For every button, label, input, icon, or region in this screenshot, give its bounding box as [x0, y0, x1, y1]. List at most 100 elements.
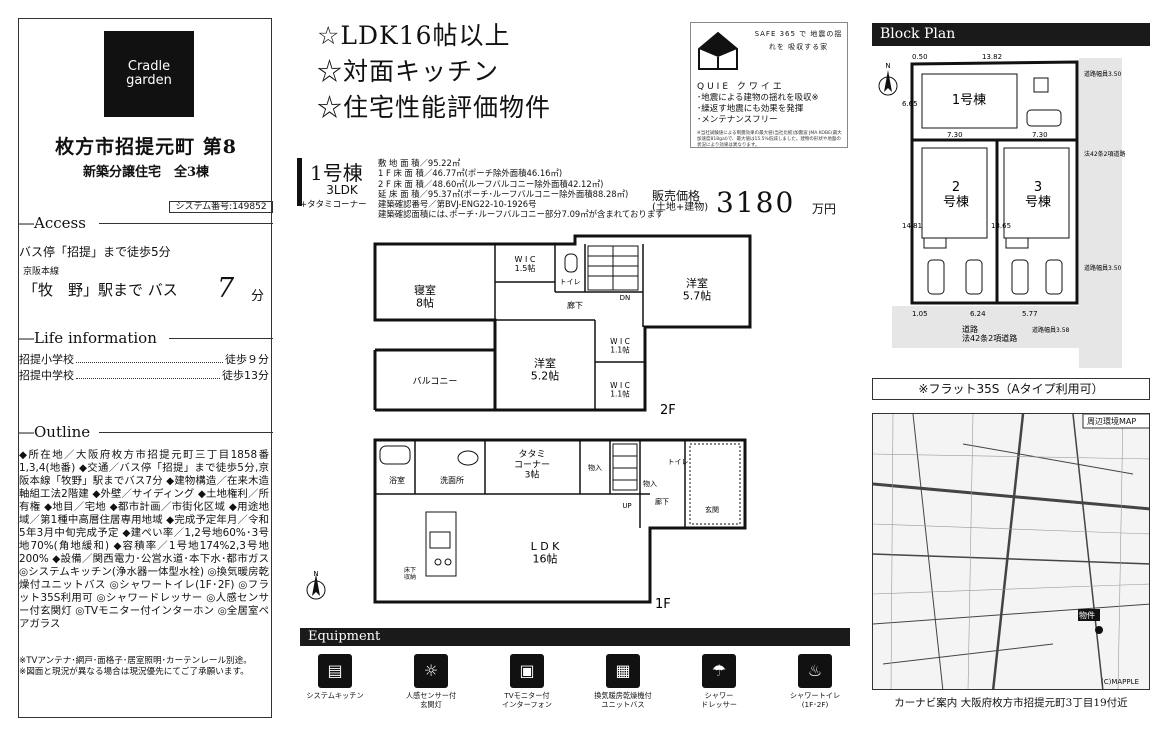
block-plan-heading: Block Plan	[872, 23, 1150, 46]
map-caption: カーナビ案内 大阪府枚方市招提元町3丁目19付近	[894, 697, 1128, 709]
road-bottom-width: 道路幅員3.58	[1032, 326, 1070, 334]
outline-text: ◆所在地／大阪府枚方市招提元町三丁目1858番1,3,4(地番) ◆交通／バス停…	[19, 449, 269, 630]
balcony: バルコニー	[413, 376, 458, 387]
room-entrance: 玄関	[705, 505, 719, 514]
dim: 5.77	[1022, 310, 1038, 318]
access-heading: ―Access	[19, 214, 273, 232]
dim: 14.81	[902, 222, 922, 230]
equipment-item: ▤ システムキッチン	[292, 654, 378, 700]
room-toilet-2f: トイレ	[560, 278, 581, 286]
life-heading: ―Life information	[19, 329, 273, 347]
kitchen-icon: ▤	[318, 654, 352, 688]
north-arrow-icon: N	[878, 62, 898, 96]
dim: 1.05	[912, 310, 928, 318]
access-line-name: 京阪本線	[23, 267, 60, 277]
road-right-width: 道路幅員3.50	[1084, 70, 1122, 78]
quie-safe-text: SAFE 365 で 地震の揺れを 吸収する家	[754, 30, 843, 51]
north-arrow-icon: N	[306, 570, 326, 600]
quie-fineprint: ※当社試験値による制震効果の最大値(当社比較)加震波 JMA KOBE(最大加速…	[697, 131, 842, 148]
dim: 7.30	[947, 131, 963, 139]
road-bottom: 道路法42条2項道路	[962, 324, 1017, 343]
road-right-width-2: 道路幅員3.50	[1084, 264, 1122, 272]
equipment-heading: Equipment	[300, 628, 850, 646]
headline-ldk: ☆LDK16帖以上	[317, 21, 511, 50]
dim: 6.24	[970, 310, 986, 318]
intercom-icon: ▣	[510, 654, 544, 688]
floor-label-1f: 1F	[655, 597, 671, 612]
map-graphic	[873, 414, 1149, 689]
equipment-item: ☼ 人感センサー付 玄関灯	[388, 654, 474, 709]
quie-name: QUIE クワイエ	[697, 82, 785, 92]
house-type: 3LDK	[326, 183, 358, 197]
house-marker	[297, 158, 302, 206]
quie-badge: SAFE 365 で 地震の揺れを 吸収する家 QUIE クワイエ ･地震による…	[690, 22, 848, 148]
outline-notes: ※TVアンテナ･網戸･面格子･居室照明･カーテンレール別途。 ※図面と現況が異な…	[19, 656, 252, 677]
shower-icon: ☂	[702, 654, 736, 688]
outline-heading: ―Outline	[19, 423, 273, 441]
quie-bullets: ･地震による建物の揺れを吸収※ ･繰返す地震にも効果を発揮 ･メンテナンスフリー	[697, 93, 819, 125]
system-number: システム番号:149852	[169, 201, 273, 213]
stairs-down: DN	[620, 294, 631, 302]
lot-1-label: 1号棟	[952, 93, 986, 108]
toilet-icon: ♨	[798, 654, 832, 688]
logo-line2: garden	[126, 73, 172, 88]
access-minutes-unit: 分	[251, 289, 265, 304]
brand-logo: Cradle garden	[104, 31, 194, 117]
lamp-icon: ☼	[414, 654, 448, 688]
floor-storage: 床下収納	[404, 566, 416, 581]
room-hall-1f: 廊下	[655, 497, 669, 506]
price-label: 販売価格 (土地+建物)	[652, 189, 709, 213]
left-info-column: Cradle garden 枚方市招提元町 第8 新築分譲住宅 全3棟 システム…	[18, 18, 273, 718]
equipment-item: ☂ シャワー ドレッサー	[676, 654, 762, 709]
map-property-marker: 物件	[1079, 611, 1095, 620]
room-washroom: 洗面所	[440, 475, 464, 485]
access-bus: バス停「招提」まで徒歩5分	[19, 245, 171, 259]
bath-dryer-icon: ▦	[606, 654, 640, 688]
logo-line1: Cradle	[127, 59, 171, 74]
price-unit: 万円	[812, 202, 837, 216]
equipment-item: ▦ 換気暖房乾燥機付 ユニットバス	[580, 654, 666, 709]
dim: 7.30	[1032, 131, 1048, 139]
house-number: 1号棟	[310, 161, 363, 185]
room-storage-2: 物入	[643, 479, 657, 488]
map-copyright: (C)MAPPLE	[1101, 678, 1139, 686]
page-title: 枚方市招提元町 第8	[55, 136, 237, 158]
life-row: 招提小学校徒歩９分	[19, 353, 269, 366]
svg-text:N: N	[885, 62, 890, 70]
dim: 13.65	[991, 222, 1011, 230]
room-bath: 浴室	[389, 475, 405, 485]
dim: 6.65	[902, 100, 918, 108]
life-row: 招提中学校徒歩13分	[19, 369, 269, 382]
access-station: 「牧 野」駅まで バス	[23, 281, 178, 299]
headline-kitchen: ☆対面キッチン	[317, 57, 500, 86]
equipment-item: ♨ シャワートイレ (1F･2F)	[772, 654, 858, 709]
room-hall-2f: 廊下	[567, 300, 583, 310]
headline-performance: ☆住宅性能評価物件	[317, 93, 552, 122]
area-map[interactable]: 周辺環境MAP 物件 (C)MAPPLE	[872, 413, 1150, 690]
house-icon	[698, 31, 738, 70]
map-title: 周辺環境MAP	[1087, 417, 1137, 426]
road-right-type: 法42条2項道路	[1084, 150, 1125, 158]
svg-text:N: N	[313, 570, 318, 578]
floor-label-2f: 2F	[660, 403, 676, 418]
flat35-note: ※フラット35S（Aタイプ利用可）	[872, 378, 1150, 400]
stairs-up: UP	[622, 502, 631, 510]
dim: 13.82	[982, 53, 1002, 61]
house-specs: 敷 地 面 積／95.22㎡ 1 F 床 面 積／46.77㎡(ポーチ除外面積4…	[378, 158, 664, 220]
page-subtitle: 新築分譲住宅 全3棟	[82, 165, 210, 180]
access-minutes: 7	[217, 273, 235, 304]
room-toilet-1f: トイレ	[668, 458, 689, 466]
equipment-item: ▣ TVモニター付 インターフォン	[484, 654, 570, 709]
